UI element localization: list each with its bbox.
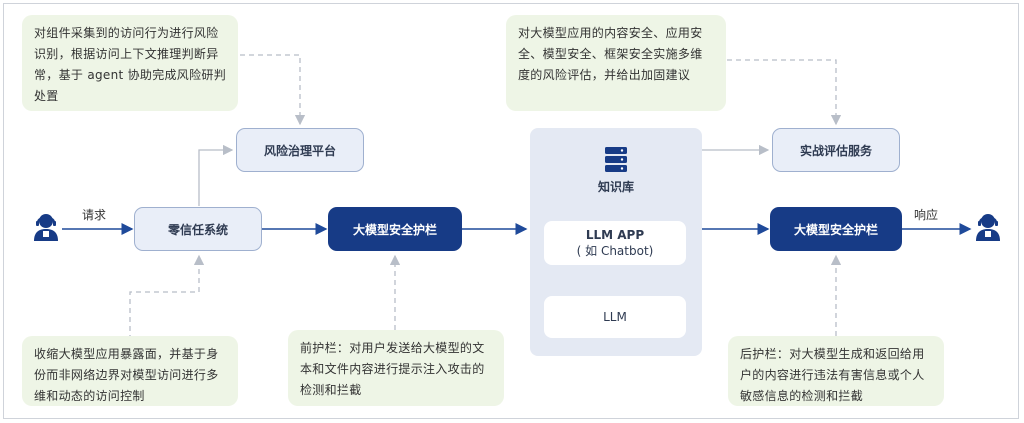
user-icon-right xyxy=(976,214,1000,241)
request-label: 请求 xyxy=(82,208,107,222)
llm-label: LLM xyxy=(603,310,627,324)
database-icon xyxy=(605,147,627,172)
note-zero-trust: 收缩大模型应用暴露面，并基于身份而非网络边界对模型访问进行多维和动态的访问控制 xyxy=(22,336,238,406)
note-front-guardrail: 前护栏：对用户发送给大模型的文本和文件内容进行提示注入攻击的检测和拦截 xyxy=(288,330,504,406)
zero-trust-system-box: 零信任系统 xyxy=(134,207,262,251)
llm-app-title: LLM APP xyxy=(585,228,645,242)
risk-governance-platform-box: 风险治理平台 xyxy=(236,128,364,172)
knowledge-base-label: 知识库 xyxy=(597,180,634,194)
evaluation-service-box: 实战评估服务 xyxy=(772,128,900,172)
llm-app-subtitle: ( 如 Chatbot) xyxy=(576,244,654,258)
note-security-evaluation: 对大模型应用的内容安全、应用安全、模型安全、框架安全实施多维度的风险评估，并给出… xyxy=(506,15,726,111)
user-icon-left xyxy=(34,214,58,241)
response-label: 响应 xyxy=(914,208,939,222)
note-back-guardrail: 后护栏：对大模型生成和返回给用户的内容进行违法有害信息或个人敏感信息的检测和拦截 xyxy=(728,336,944,406)
llm-box: LLM xyxy=(544,296,686,338)
front-guardrail-box: 大模型安全护栏 xyxy=(328,207,462,251)
back-guardrail-box: 大模型安全护栏 xyxy=(770,207,902,251)
note-risk-identification: 对组件采集到的访问行为进行风险识别，根据访问上下文推理判断异常，基于 agent… xyxy=(22,15,238,111)
llm-app-box: LLM APP ( 如 Chatbot) xyxy=(544,221,686,265)
